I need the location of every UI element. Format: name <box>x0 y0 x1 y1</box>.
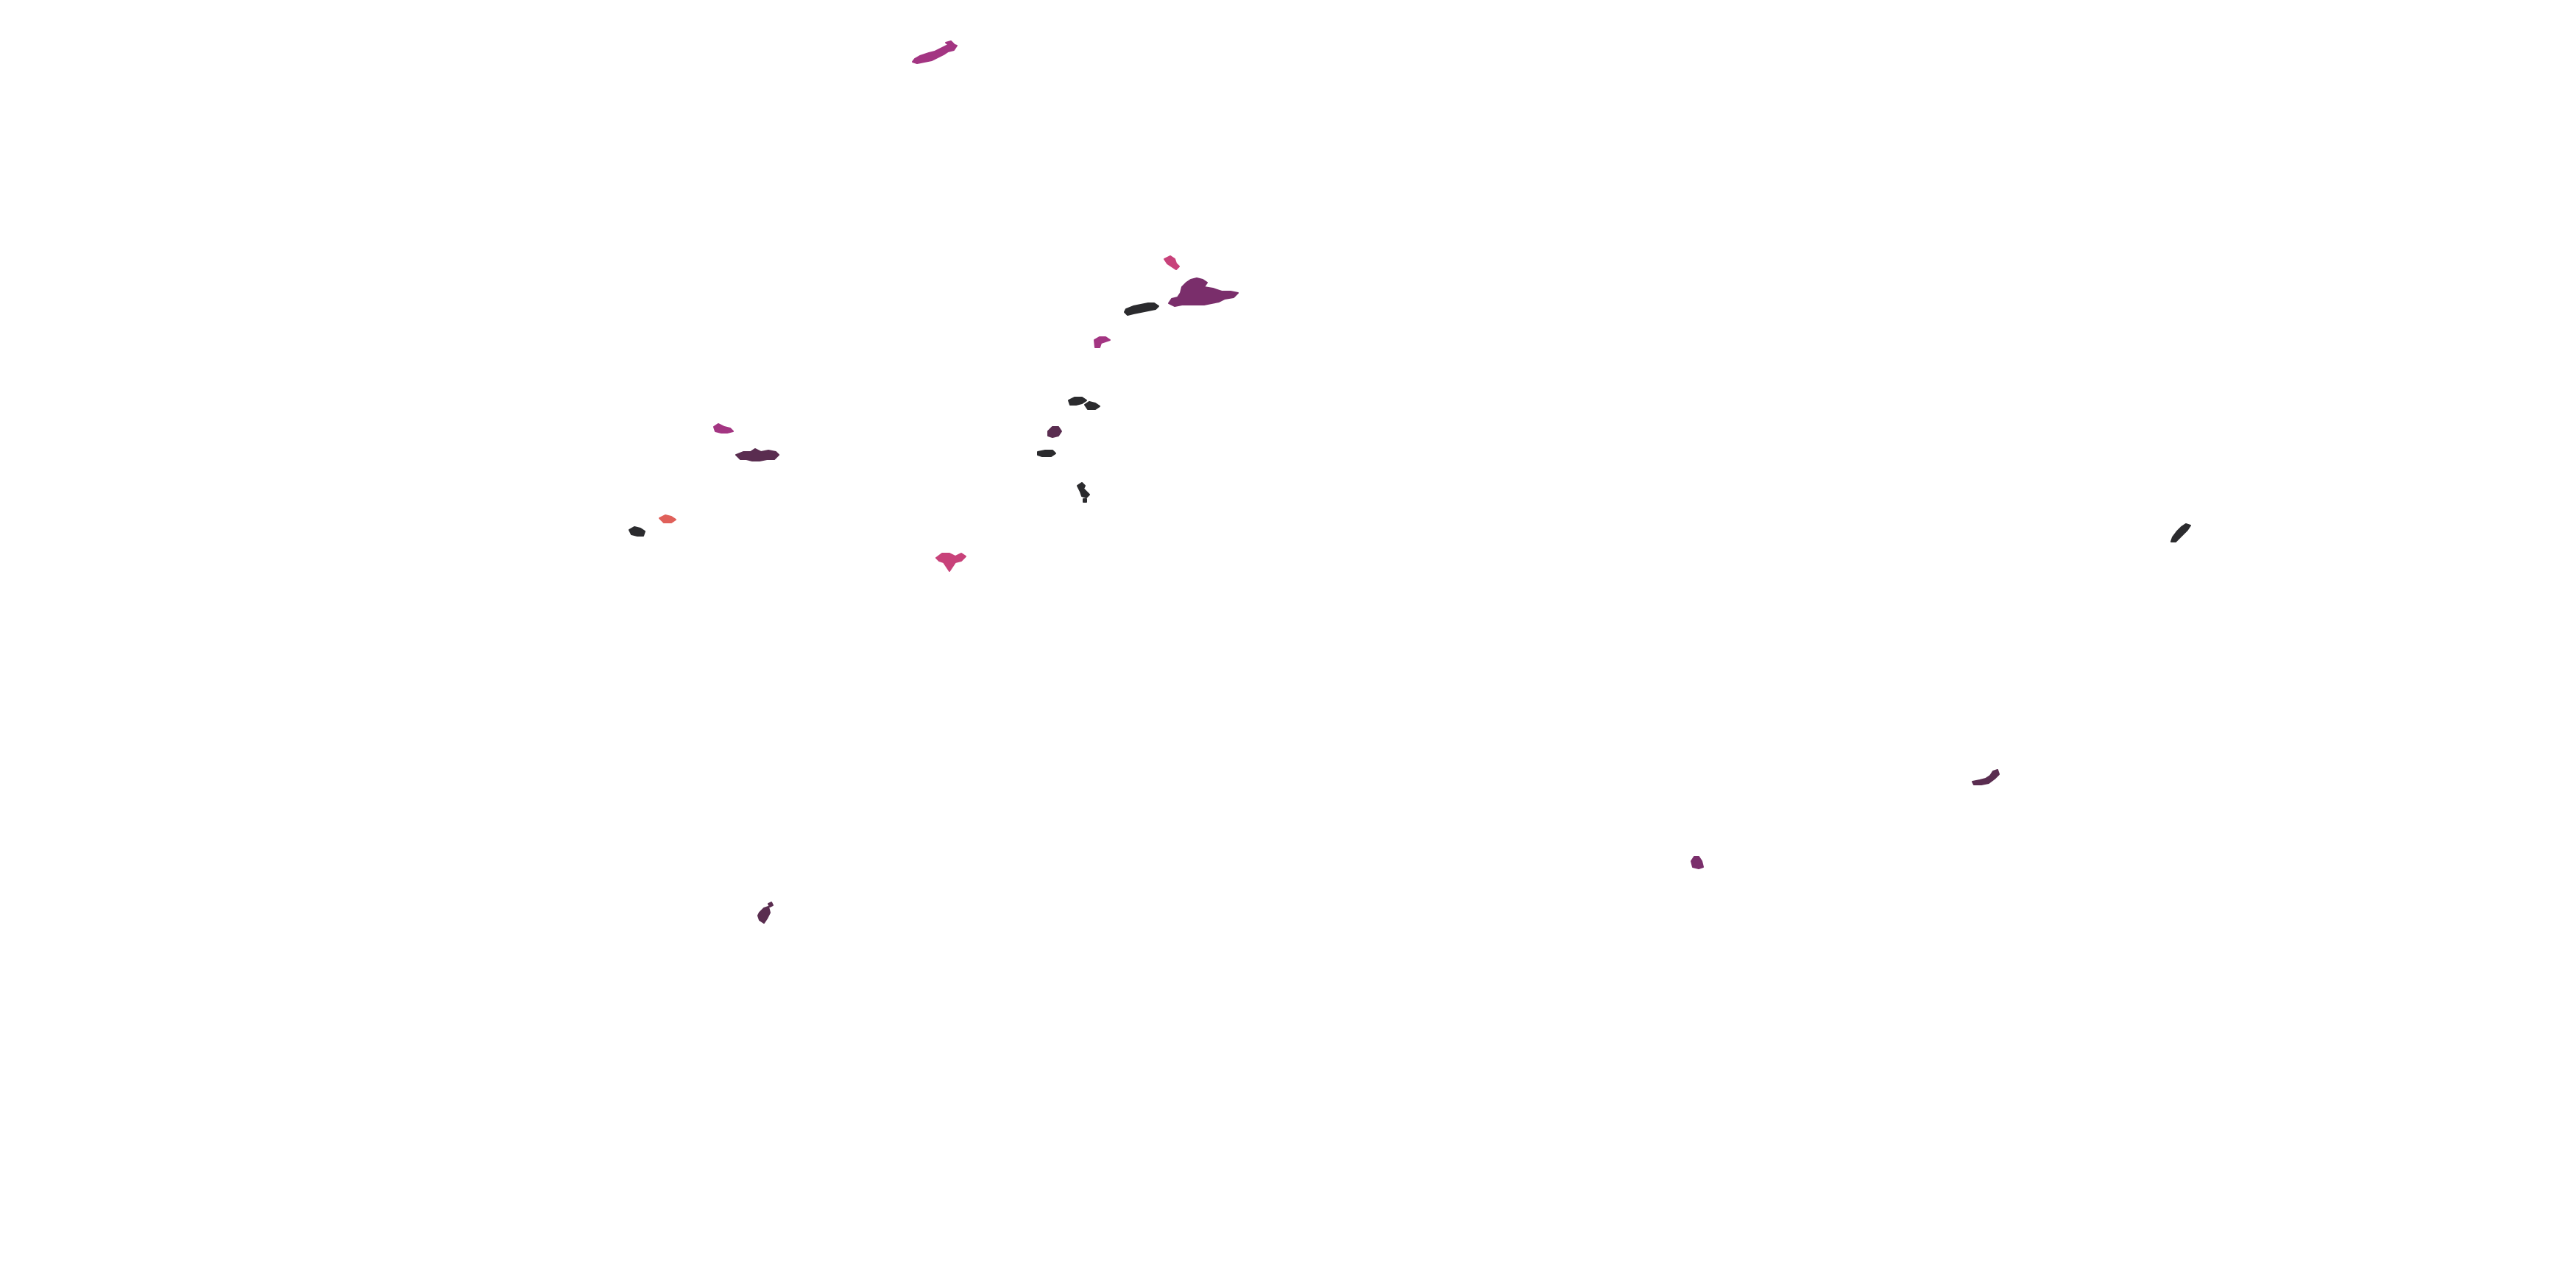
map-region[interactable] <box>713 423 734 434</box>
map-region[interactable] <box>1972 769 2000 785</box>
map-region[interactable] <box>1047 426 1062 438</box>
map-region[interactable] <box>1077 482 1090 503</box>
map-regions <box>629 40 2191 924</box>
map-region[interactable] <box>912 40 958 64</box>
map-region[interactable] <box>757 902 774 924</box>
map-region[interactable] <box>1168 277 1239 307</box>
map-region[interactable] <box>1094 336 1111 348</box>
map-region[interactable] <box>735 448 779 461</box>
map-region[interactable] <box>659 514 676 523</box>
map-region[interactable] <box>2170 523 2191 542</box>
map-region[interactable] <box>1691 856 1704 869</box>
map-region[interactable] <box>1037 450 1056 457</box>
map-region[interactable] <box>629 526 645 537</box>
map-region[interactable] <box>935 553 966 572</box>
map-region[interactable] <box>1164 255 1180 270</box>
map-region[interactable] <box>1068 397 1100 410</box>
map-region[interactable] <box>1124 302 1159 316</box>
